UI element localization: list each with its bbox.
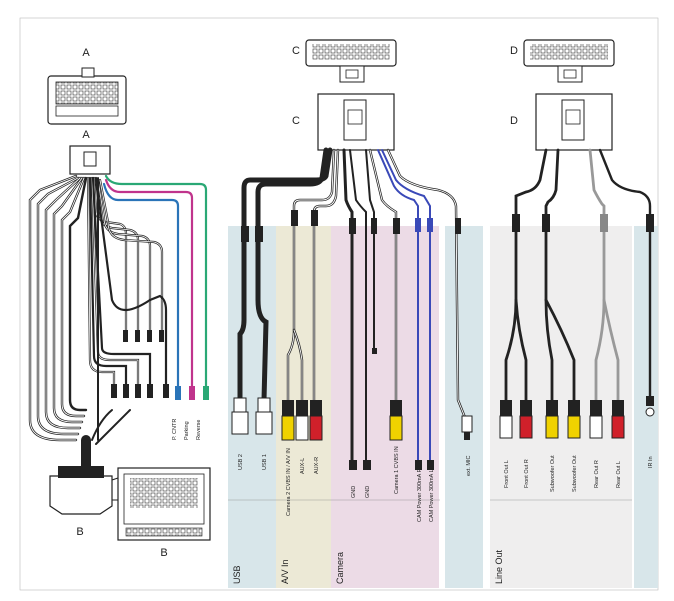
connector-c-top: [305, 39, 397, 83]
connector-a-mid: [69, 145, 111, 175]
ir-section-bg: [634, 226, 658, 588]
d-sleeves: [512, 214, 654, 232]
label-gnd-1: GND: [351, 486, 357, 498]
section-av-in: A/V In: [280, 559, 290, 584]
label-reverse: Reverse: [196, 420, 202, 440]
connector-c-wires: [237, 147, 468, 462]
label-subwoofer-out-1: Subwoofer Out: [550, 455, 556, 492]
label-cam-power-l: CAM Power 300mA L: [429, 469, 435, 522]
label-camera2-cvbs: Camera 2 CVBS IN / A/V IN: [286, 448, 292, 516]
label-c-mid: C: [292, 115, 300, 127]
left-mid-pins: [123, 330, 164, 342]
label-usb1: USB 1: [262, 454, 268, 470]
label-a-top: A: [82, 47, 90, 59]
label-camera1-cvbs: Camera 1 CVBS IN: [394, 446, 400, 494]
connector-a-top: [47, 67, 127, 125]
label-gnd-2: GND: [365, 486, 371, 498]
lineout-section-bg: [490, 226, 632, 588]
section-backgrounds: [228, 226, 658, 588]
label-d-top: D: [510, 45, 518, 57]
label-ir-in: IR In: [648, 456, 654, 468]
label-aux-r: AUX-R: [314, 457, 320, 474]
label-a-mid: A: [82, 129, 90, 141]
section-usb: USB: [232, 565, 242, 584]
label-front-out-r: Front Out R: [524, 459, 530, 488]
label-cam-power-r: CAM Power 300mA R: [417, 468, 423, 522]
label-b-left: B: [76, 526, 83, 538]
label-d-mid: D: [510, 115, 518, 127]
left-wire-bundle: [28, 174, 208, 475]
label-p-cntr: P. CNTR: [172, 419, 178, 440]
connector-b-face: [117, 467, 211, 541]
plug-labels: USB 2 USB 1 Camera 2 CVBS IN / A/V IN AU…: [238, 446, 654, 522]
label-rear-out-l: Rear Out L: [616, 461, 622, 488]
left-low-pins: [111, 384, 209, 400]
c-sleeves: [241, 210, 461, 242]
d-plugs: [499, 396, 655, 439]
label-c-top: C: [292, 45, 300, 57]
connector-d-mid: [535, 93, 613, 151]
section-camera: Camera: [335, 552, 345, 584]
label-parking: Parking: [184, 421, 190, 440]
label-usb2: USB 2: [238, 454, 244, 470]
connector-d-wires: [504, 148, 652, 402]
mic-section-bg: [445, 226, 483, 588]
section-line-out: Line Out: [494, 549, 504, 584]
label-rear-out-r: Rear Out R: [594, 460, 600, 488]
section-titles: USB A/V In Camera Line Out: [228, 499, 632, 584]
camera-section-bg: [331, 226, 439, 588]
label-front-out-l: Front Out L: [504, 460, 510, 488]
c-plugs: [231, 348, 473, 470]
label-b-right: B: [160, 547, 167, 559]
label-ext-mic: ext. MIC: [466, 455, 472, 476]
label-aux-l: AUX-L: [300, 458, 306, 474]
label-subwoofer-out-2: Subwoofer Out: [572, 455, 578, 492]
connector-d-top: [523, 39, 615, 83]
connector-c-mid: [317, 93, 395, 151]
connector-b-plug: [49, 466, 119, 515]
